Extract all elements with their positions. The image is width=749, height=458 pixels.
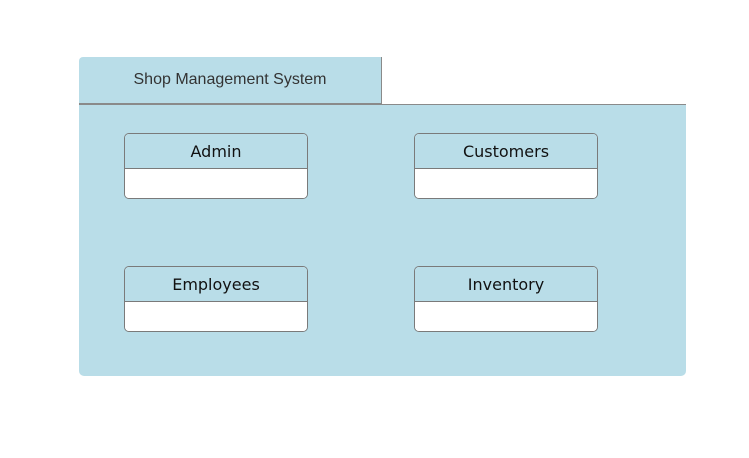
class-inventory-name: Inventory <box>467 274 545 294</box>
class-admin-header: Admin <box>125 134 307 169</box>
class-employees-header: Employees <box>125 267 307 302</box>
class-customers-attributes <box>415 169 597 198</box>
class-inventory-header: Inventory <box>415 267 597 302</box>
package-tab[interactable]: Shop Management System <box>79 57 382 104</box>
class-employees-attributes <box>125 302 307 331</box>
package-title: Shop Management System <box>133 71 327 88</box>
class-employees[interactable]: Employees <box>124 266 308 332</box>
class-employees-name: Employees <box>172 274 260 294</box>
class-customers-header: Customers <box>415 134 597 169</box>
class-admin[interactable]: Admin <box>124 133 308 199</box>
class-inventory-attributes <box>415 302 597 331</box>
class-admin-name: Admin <box>190 141 242 161</box>
class-customers[interactable]: Customers <box>414 133 598 199</box>
class-admin-attributes <box>125 169 307 198</box>
class-customers-name: Customers <box>462 141 550 161</box>
class-inventory[interactable]: Inventory <box>414 266 598 332</box>
